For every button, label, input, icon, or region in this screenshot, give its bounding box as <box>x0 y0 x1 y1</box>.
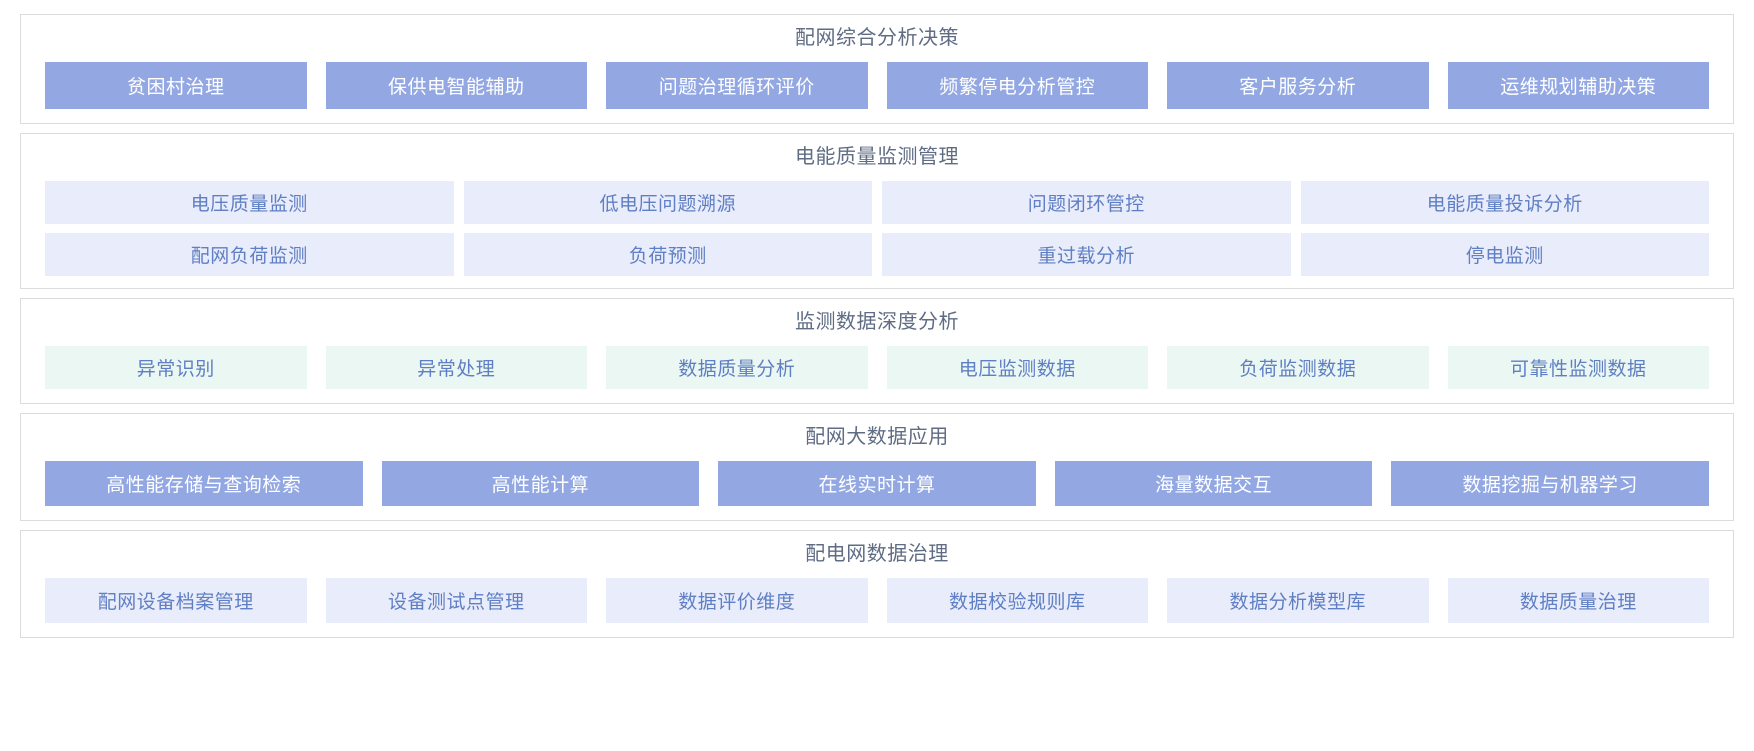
module-tile[interactable]: 电压质量监测 <box>45 181 454 224</box>
module-tile[interactable]: 负荷监测数据 <box>1167 346 1429 389</box>
section-title: 电能质量监测管理 <box>795 146 959 168</box>
section-card: 电能质量监测管理电压质量监测低电压问题溯源问题闭环管控电能质量投诉分析配网负荷监… <box>20 133 1734 289</box>
section-title: 配网综合分析决策 <box>795 27 959 49</box>
module-tile[interactable]: 数据评价维度 <box>606 578 868 623</box>
module-tile[interactable]: 数据挖掘与机器学习 <box>1391 461 1709 506</box>
section-card: 监测数据深度分析异常识别异常处理数据质量分析电压监测数据负荷监测数据可靠性监测数… <box>20 298 1734 404</box>
section-title: 监测数据深度分析 <box>795 311 959 333</box>
module-tile[interactable]: 数据质量治理 <box>1447 578 1709 623</box>
module-tile[interactable]: 配网负荷监测 <box>45 233 454 276</box>
module-tile[interactable]: 停电监测 <box>1300 233 1709 276</box>
module-tile[interactable]: 客户服务分析 <box>1167 62 1429 109</box>
module-tile[interactable]: 异常识别 <box>45 346 307 389</box>
module-tile[interactable]: 电能质量投诉分析 <box>1300 181 1709 224</box>
section-title: 配网大数据应用 <box>805 426 949 448</box>
module-tile[interactable]: 高性能计算 <box>381 461 700 506</box>
module-tile[interactable]: 负荷预测 <box>463 233 872 276</box>
tile-row: 贫困村治理保供电智能辅助问题治理循环评价频繁停电分析管控客户服务分析运维规划辅助… <box>45 62 1709 109</box>
tile-row: 异常识别异常处理数据质量分析电压监测数据负荷监测数据可靠性监测数据 <box>45 346 1709 389</box>
section-card: 配网大数据应用高性能存储与查询检索高性能计算在线实时计算海量数据交互数据挖掘与机… <box>20 413 1734 521</box>
module-tile[interactable]: 保供电智能辅助 <box>325 62 587 109</box>
module-tile[interactable]: 问题治理循环评价 <box>606 62 868 109</box>
module-tile[interactable]: 重过载分析 <box>882 233 1291 276</box>
module-tile[interactable]: 在线实时计算 <box>718 461 1036 506</box>
module-tile[interactable]: 低电压问题溯源 <box>463 181 872 224</box>
module-tile[interactable]: 问题闭环管控 <box>882 181 1291 224</box>
module-tile[interactable]: 可靠性监测数据 <box>1447 346 1709 389</box>
tile-row: 配网设备档案管理设备测试点管理数据评价维度数据校验规则库数据分析模型库数据质量治… <box>45 578 1709 623</box>
module-tile[interactable]: 数据分析模型库 <box>1167 578 1429 623</box>
module-tile[interactable]: 设备测试点管理 <box>325 578 587 623</box>
module-tile[interactable]: 异常处理 <box>325 346 587 389</box>
tile-row: 电压质量监测低电压问题溯源问题闭环管控电能质量投诉分析 <box>45 181 1709 224</box>
section-title: 配电网数据治理 <box>805 543 949 565</box>
module-tile[interactable]: 高性能存储与查询检索 <box>45 461 363 506</box>
section-card: 配网综合分析决策贫困村治理保供电智能辅助问题治理循环评价频繁停电分析管控客户服务… <box>20 14 1734 124</box>
tile-row: 配网负荷监测负荷预测重过载分析停电监测 <box>45 233 1709 276</box>
tile-row: 高性能存储与查询检索高性能计算在线实时计算海量数据交互数据挖掘与机器学习 <box>45 461 1709 506</box>
module-tile[interactable]: 海量数据交互 <box>1054 461 1373 506</box>
section-card: 配电网数据治理配网设备档案管理设备测试点管理数据评价维度数据校验规则库数据分析模… <box>20 530 1734 638</box>
module-tile[interactable]: 贫困村治理 <box>45 62 307 109</box>
module-tile[interactable]: 运维规划辅助决策 <box>1447 62 1709 109</box>
module-tile[interactable]: 电压监测数据 <box>886 346 1148 389</box>
module-tile[interactable]: 数据校验规则库 <box>886 578 1148 623</box>
module-tile[interactable]: 配网设备档案管理 <box>45 578 307 623</box>
module-tile[interactable]: 频繁停电分析管控 <box>886 62 1148 109</box>
module-tile[interactable]: 数据质量分析 <box>606 346 868 389</box>
